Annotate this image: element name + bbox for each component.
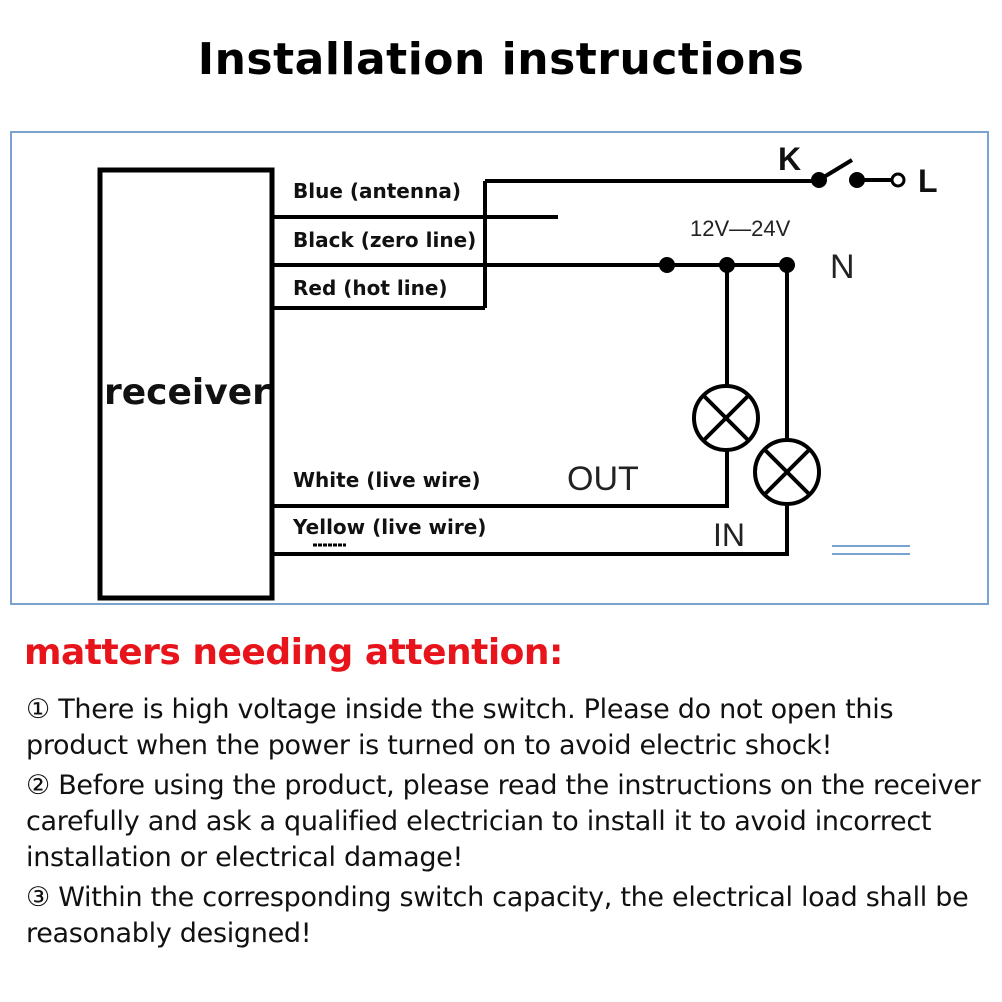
out-label: OUT bbox=[567, 460, 639, 498]
note-item: ③ Within the corresponding switch capaci… bbox=[26, 882, 969, 949]
page-title: Installation instructions bbox=[197, 34, 805, 85]
receiver-box bbox=[97, 167, 275, 601]
receiver-label: receiver bbox=[104, 372, 270, 413]
wire-label-blue: Blue (antenna) bbox=[293, 179, 461, 203]
attention-heading: matters needing attention: bbox=[24, 632, 563, 673]
line-label: L bbox=[918, 163, 938, 199]
line-terminal bbox=[890, 172, 906, 188]
note-item: ① There is high voltage inside the switc… bbox=[26, 694, 894, 761]
wire-label-white: White (live wire) bbox=[293, 468, 481, 492]
lamp-cross bbox=[763, 448, 811, 496]
attention-notes: ① There is high voltage inside the switc… bbox=[26, 692, 986, 956]
switch-label: K bbox=[778, 141, 801, 177]
junction-dot bbox=[659, 257, 675, 273]
neutral-label: N bbox=[830, 248, 855, 286]
note-item: ② Before using the product, please read … bbox=[26, 770, 981, 873]
in-label: IN bbox=[713, 517, 745, 553]
wire-label-black: Black (zero line) bbox=[293, 228, 476, 252]
voltage-label: 12V—24V bbox=[690, 216, 791, 241]
wire-label-red: Red (hot line) bbox=[293, 276, 448, 300]
lamp-cross bbox=[702, 394, 750, 442]
wire-label-yellow: Yellow (live wire) bbox=[292, 515, 486, 539]
switch-lever bbox=[817, 158, 854, 182]
wiring-diagram-frame bbox=[10, 131, 989, 605]
